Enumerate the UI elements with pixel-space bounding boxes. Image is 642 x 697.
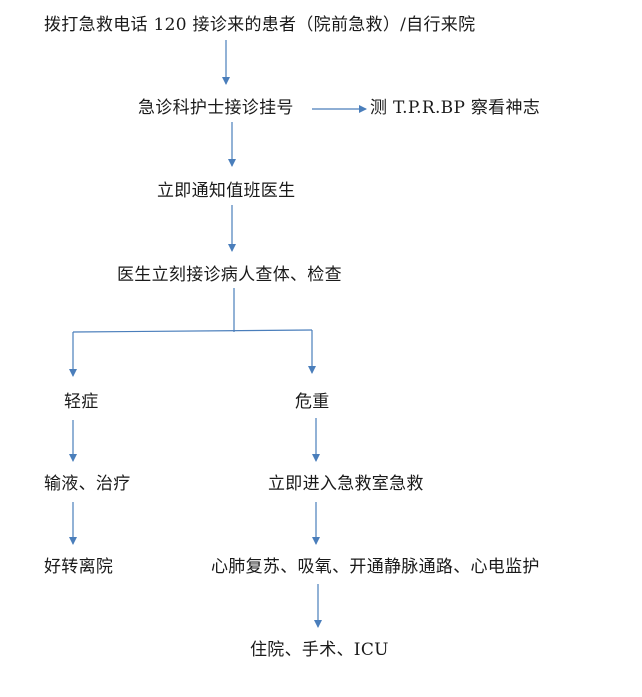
node-examine: 医生立刻接诊病人查体、检查	[117, 265, 342, 285]
node-registration: 急诊科护士接诊挂号	[138, 98, 294, 118]
node-vitals: 测 T.P.R.BP 察看神志	[370, 98, 541, 118]
connector-branch-horizontal	[72, 329, 313, 333]
node-discharge: 好转离院	[44, 557, 114, 577]
node-final: 住院、手术、ICU	[250, 640, 389, 660]
node-start: 拨打急救电话 120 接诊来的患者（院前急救）/自行来院	[44, 15, 476, 35]
node-rescue-room: 立即进入急救室急救	[268, 474, 424, 494]
node-cpr: 心肺复苏、吸氧、开通静脉通路、心电监护	[211, 557, 540, 577]
node-notify: 立即通知值班医生	[157, 181, 296, 201]
node-infusion: 输液、治疗	[44, 474, 131, 494]
node-mild: 轻症	[64, 392, 99, 412]
node-severe: 危重	[295, 392, 330, 412]
